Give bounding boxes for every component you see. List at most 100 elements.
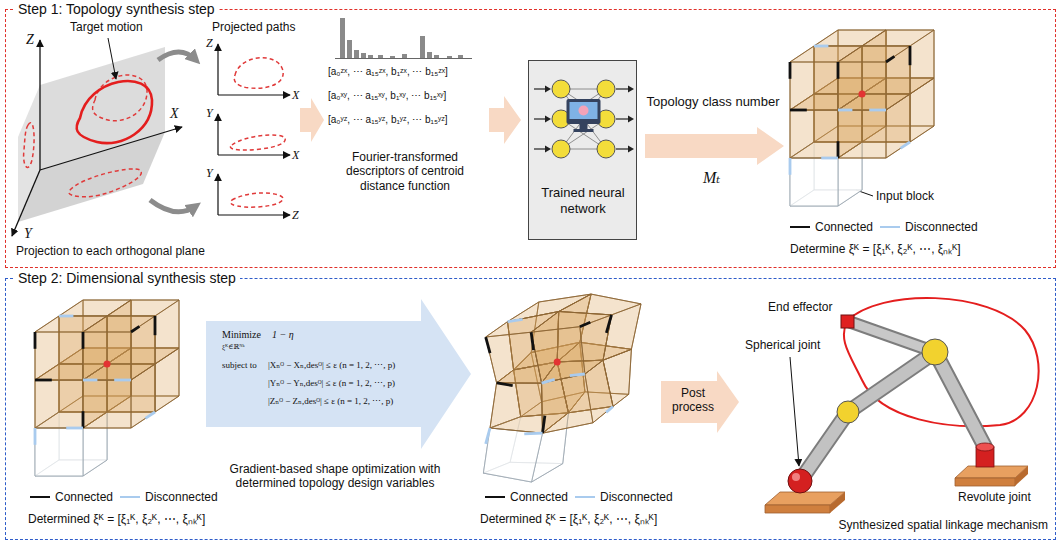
design-block (531, 327, 585, 383)
network-icon (534, 88, 546, 89)
design-block (35, 300, 179, 476)
legend-swatch (575, 496, 595, 498)
design-block (837, 62, 840, 79)
network-icon (567, 99, 601, 124)
network-icon (534, 118, 546, 119)
linkage-mechanism (837, 401, 859, 423)
linkage-mechanism (830, 492, 845, 513)
network-icon (579, 106, 589, 116)
spectrum-histogram (347, 40, 352, 58)
spectrum-histogram (354, 50, 359, 58)
linkage-mechanism (800, 322, 985, 481)
network-icon (597, 140, 615, 158)
process-arrow (661, 371, 739, 433)
optimization-arrow: Minimize1 − ηξᴷ∈ℝᴺᵏsubject to|Xₙᴼ − Xₙ,d… (206, 299, 471, 449)
design-block (483, 294, 641, 482)
target-motion-path (77, 81, 152, 143)
design-block (790, 62, 838, 110)
design-block (145, 412, 155, 418)
design-block (838, 109, 852, 112)
process-arrow (300, 98, 324, 142)
network-icon (570, 102, 598, 119)
legend-item: Disconnected (120, 490, 218, 504)
design-block (790, 158, 838, 206)
legend-swatch (790, 226, 810, 228)
design-block (869, 109, 886, 112)
linkage-mechanism (792, 473, 800, 481)
design-block (531, 332, 533, 350)
network-icon (545, 116, 551, 123)
variable-label: Determine ξᴷ = [ξ₁ᴷ, ξ₂ᴷ, ⋯, ξₙₖᴷ] (790, 242, 961, 256)
network-icon (561, 89, 606, 149)
linkage-mechanism (788, 469, 812, 493)
network-icon (597, 80, 615, 98)
node-shape (206, 299, 471, 449)
caption-label: Projection to each orthogonal plane (16, 244, 205, 258)
design-block (131, 326, 139, 332)
step-panel: Step 1: Topology synthesis stepTrained n… (5, 9, 1056, 268)
spectrum-histogram (361, 53, 366, 58)
callout-label: Revolute joint (958, 490, 1031, 504)
design-block (154, 316, 157, 335)
projected-path (231, 58, 286, 207)
legend-swatch (120, 496, 140, 498)
linkage-mechanism (850, 322, 935, 352)
coordinate-plane (18, 85, 40, 222)
design-block (580, 322, 590, 326)
spectrum-histogram (434, 55, 439, 58)
design-block (104, 361, 111, 368)
design-block (83, 332, 131, 380)
linkage-mechanism (922, 339, 948, 365)
linkage-mechanism (935, 352, 985, 447)
design-block (789, 62, 792, 79)
spectrum-histogram (420, 36, 425, 58)
spectrum-histogram (427, 52, 432, 58)
design-block (790, 110, 838, 158)
design-block (821, 157, 838, 160)
plot-axis (217, 114, 218, 155)
linkage-mechanism (848, 352, 935, 412)
design-block (490, 383, 543, 433)
design-block (508, 319, 523, 321)
design-block (554, 358, 561, 365)
spectrum-histogram (402, 54, 407, 58)
linkage-mechanism (976, 443, 994, 451)
projected-path (231, 193, 283, 207)
design-block (570, 374, 585, 376)
axis-label: Z (206, 36, 213, 50)
spectrum-histogram (340, 18, 345, 58)
spectrum-histogram (335, 58, 472, 59)
design-block (524, 432, 542, 435)
axis-label: Y (24, 226, 32, 243)
projection-arrow (150, 52, 196, 212)
plot-axis (218, 94, 290, 95)
plot-axis (218, 44, 290, 215)
process-arrow (645, 127, 784, 165)
plot-axis (217, 44, 218, 95)
legend-text: Connected (510, 490, 568, 504)
section-label: Projected paths (212, 20, 295, 34)
design-space: ξᴷ∈ℝᴺᵏ (222, 343, 245, 351)
design-block (35, 428, 83, 476)
objective-value: 1 − η (272, 329, 294, 341)
post-arrow: Post process (661, 371, 739, 433)
projected-path (24, 123, 34, 168)
network-icon (574, 129, 594, 132)
design-block (838, 62, 886, 110)
design-block (35, 380, 83, 428)
linkage-mechanism (800, 412, 848, 481)
design-block (486, 428, 490, 444)
axis-label: Y (206, 166, 213, 180)
arrow-label: Topology class number (643, 94, 783, 110)
class-arrow: Topology class numberMₜ (641, 94, 787, 194)
axis-label: X (292, 148, 299, 162)
network-icon (552, 80, 570, 98)
descriptor-vector: [a₀ᶻˣ, ⋯ a₁₅ᶻˣ, b₁ᶻˣ, ⋯ b₁₅ᶻˣ] (328, 66, 448, 78)
constraint-formula: |Yₙᴼ − Yₙ,desᴼ| ≤ ε (n = 1, 2, ⋯, p) (268, 378, 395, 389)
linkage-mechanism (800, 412, 848, 481)
linkage-mechanism (955, 478, 1015, 486)
arrow-label: Post process (667, 386, 719, 415)
projected-path (69, 169, 142, 197)
projected-path (24, 75, 147, 197)
